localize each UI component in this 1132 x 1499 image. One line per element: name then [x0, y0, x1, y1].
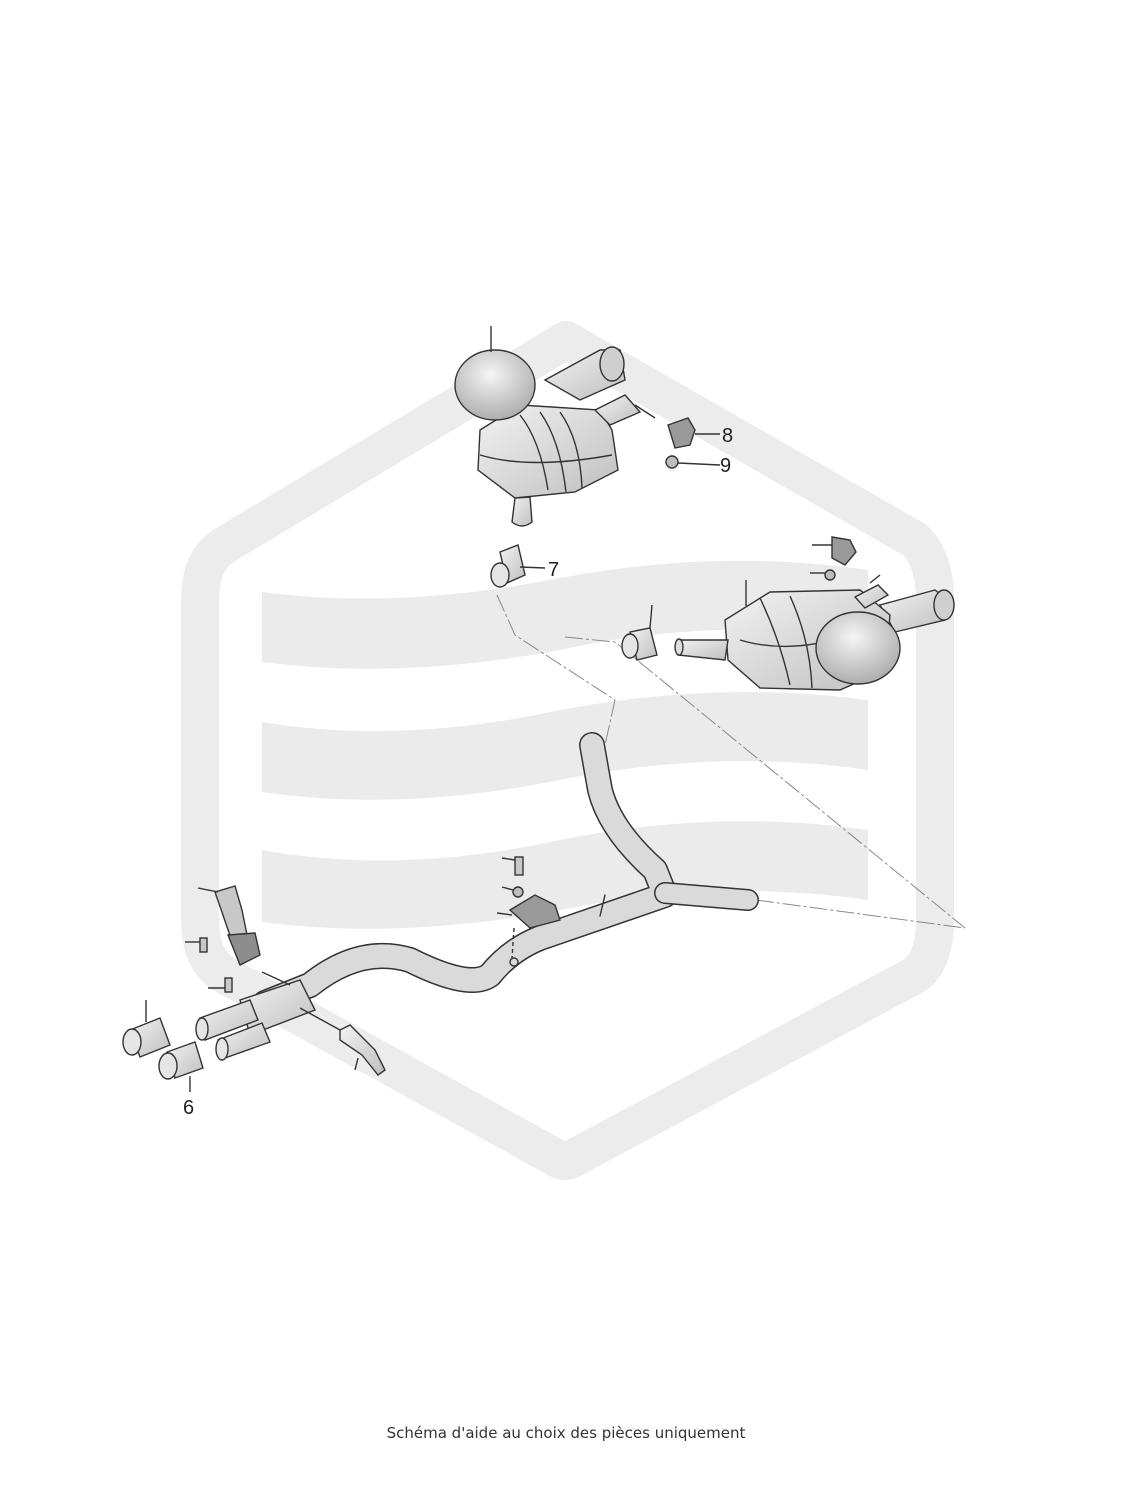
left-hanger [185, 885, 261, 993]
callout-9: 9 [720, 455, 731, 477]
intermediate-pipe [252, 732, 759, 1016]
watermark-waves [262, 560, 868, 929]
clamp-7 [490, 544, 546, 588]
guide-lines [496, 594, 966, 929]
right-rear-muffler [674, 536, 955, 691]
callout-7: 7 [548, 559, 559, 581]
oxygen-sensor [299, 1007, 386, 1076]
callout-8: 8 [722, 425, 733, 447]
clamp-6-lower [158, 1041, 204, 1092]
callout-6: 6 [183, 1097, 194, 1119]
bracket-8 [667, 417, 720, 449]
clamp-6-upper [122, 1000, 171, 1058]
middle-hanger [496, 856, 561, 967]
nut-9 [665, 455, 721, 469]
upper-rear-muffler [454, 326, 656, 527]
disclaimer-note: Schéma d'aide au choix des pièces unique… [386, 1424, 746, 1442]
right-clamp [621, 604, 658, 661]
front-twin-pipes [195, 971, 316, 1061]
